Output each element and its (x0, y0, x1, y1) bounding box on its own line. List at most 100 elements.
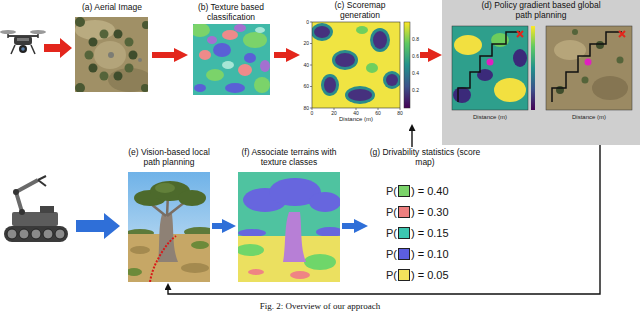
aerial-image-part (114, 72, 123, 81)
planning-panel-part-part (453, 87, 471, 103)
aerial-image-part (138, 58, 142, 62)
robot-icon-part (19, 229, 29, 239)
scoremap-plot-part (310, 22, 400, 110)
panel-box: (c) Scoremap generation (300, 0, 420, 124)
texture-map-part (222, 61, 234, 69)
aerial-image-part (142, 21, 148, 29)
robot-icon-part (43, 229, 53, 239)
texture-map-part (199, 50, 211, 60)
flow-connector (420, 52, 428, 58)
robot-icon-part (13, 189, 19, 195)
planning-panel-part (452, 26, 528, 110)
texture-map (193, 24, 270, 95)
planning-panel-part-part (592, 76, 628, 100)
aerial-image-part (141, 84, 148, 92)
axis-label: 0.4 (412, 71, 419, 76)
flow-connector (212, 223, 222, 229)
texture-map-part (194, 84, 206, 92)
legend-prefix: P( (386, 247, 397, 261)
panel-box: (b) Texture based classification (188, 2, 274, 96)
aerial-image-part (129, 51, 138, 60)
aerial-image-part (125, 64, 134, 73)
scoremap-plot-part-part (386, 74, 398, 86)
terrain-photo (128, 172, 210, 282)
planning-panel-part-part (556, 86, 564, 94)
segmented-photo-part (290, 271, 310, 279)
legend-swatch (398, 185, 410, 197)
terrain-photo-part (191, 241, 209, 249)
planning-panel-part-part (546, 26, 632, 110)
figure-caption: Fig. 2: Overview of our approach (0, 302, 640, 312)
scoremap-plot-part-part (314, 26, 330, 38)
texture-map-part (254, 77, 270, 93)
axis-label: 60 (303, 84, 309, 89)
robot-icon-part (40, 206, 54, 213)
axis-label: Distance (m) (339, 116, 373, 122)
axis-label: 20 (303, 41, 309, 46)
legend-prefix: P( (386, 226, 397, 240)
aerial-image-part (89, 38, 98, 47)
legend-prefix: P( (386, 205, 397, 219)
legend-prefix: P( (386, 184, 397, 198)
scoremap-plot-part-part (332, 50, 358, 70)
panel-heading: (d) Policy gradient based global path pl… (476, 0, 606, 21)
segmented-photo-part (238, 172, 340, 282)
legend-swatch (398, 248, 410, 260)
terrain-photo-part (128, 268, 142, 276)
scoremap-plot-part-part (321, 74, 339, 96)
segmented-photo-part (238, 244, 264, 256)
segmented-photo (238, 172, 340, 282)
scoremap-plot-part-part (312, 22, 400, 108)
planning-panel-part-part (487, 59, 494, 66)
terrain-photo-part (155, 183, 175, 193)
aerial-image-part (94, 41, 126, 69)
texture-map-part (234, 24, 246, 32)
robot-icon-part (16, 180, 38, 212)
flow-connector (411, 131, 412, 147)
texture-map-part (206, 69, 224, 81)
texture-map-part (213, 43, 231, 57)
legend-swatch (398, 269, 410, 281)
planning-panel-part-part (552, 32, 622, 102)
panel-box: (a) Aerial Image (72, 2, 152, 94)
axis-label: Distance (m) (473, 114, 507, 120)
legend-prefix: P( (386, 268, 397, 282)
texture-map-part (207, 36, 217, 44)
panel-heading: (g) Drivability statistics (score map) (369, 147, 481, 168)
scoremap-plot-part-part (383, 71, 400, 89)
legend-swatch (398, 227, 410, 239)
legend-text: ) = 0.05 (411, 268, 449, 282)
flow-arrow (76, 213, 120, 239)
scoremap-plot-part (312, 22, 400, 108)
scoremap-plot-part-part (345, 86, 375, 104)
legend-text: ) = 0.10 (411, 247, 449, 261)
texture-map-part (238, 64, 252, 76)
scoremap-plot-part-part (335, 53, 355, 67)
segmented-photo-part (309, 192, 340, 212)
planning-panel-part-part (585, 59, 592, 66)
drone-icon (0, 30, 46, 54)
planning-panel-part-part (458, 32, 520, 102)
flow-arrow (44, 38, 72, 58)
flow-connector (342, 223, 354, 229)
legend-row: ) = 0.40 (397, 184, 449, 198)
aerial-image (75, 17, 148, 92)
legend-text: ) = 0.40 (411, 184, 449, 198)
axis-label: 60 (375, 111, 381, 116)
planning-panel-part-part (452, 26, 528, 110)
scoremap-plot-part-part (348, 89, 372, 101)
panel-box: (f) Associate terrains with texture clas… (236, 147, 342, 283)
texture-map-part (255, 27, 265, 33)
planning-panel-part-part (619, 31, 625, 37)
flow-connector (152, 52, 174, 58)
legend-text: ) = 0.30 (411, 205, 449, 219)
terrain-photo-part (178, 190, 206, 206)
planning-panel-part (452, 26, 528, 110)
planning-panel-part-part (554, 40, 586, 60)
segmented-photo-part (248, 269, 264, 275)
scoremap-plot-part (404, 22, 410, 108)
texture-map-part (222, 30, 238, 40)
aerial-image-part (114, 30, 123, 39)
drone-icon-part (21, 47, 25, 51)
axis-label: 40 (303, 63, 309, 68)
